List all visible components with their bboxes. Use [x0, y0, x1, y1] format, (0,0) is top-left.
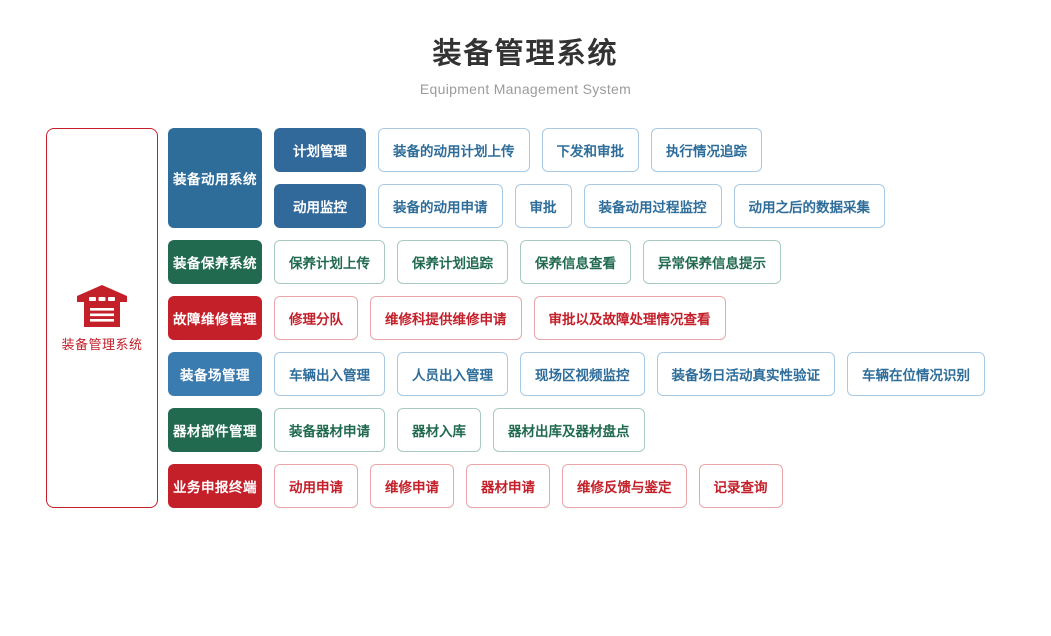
spacer: [639, 128, 651, 172]
page-header: 装备管理系统 Equipment Management System: [0, 36, 1051, 100]
function-node-装备场日活动真实性验证[interactable]: 装备场日活动真实性验证: [656, 352, 835, 396]
category-chip-器材部件管理[interactable]: 器材部件管理: [168, 408, 262, 452]
function-node-动用申请[interactable]: 动用申请: [274, 464, 358, 508]
category-branch-group: 车辆出入管理人员出入管理现场区视频监控装备场日活动真实性验证车辆在位情况识别: [274, 352, 985, 396]
branch-line: 装备器材申请器材入库器材出库及器材盘点: [274, 408, 645, 452]
function-node-装备动用过程监控[interactable]: 装备动用过程监控: [583, 184, 722, 228]
branch-line: 动用监控装备的动用申请审批装备动用过程监控动用之后的数据采集: [274, 184, 885, 228]
subsystem-row: 业务申报终端动用申请维修申请器材申请维修反馈与鉴定记录查询: [168, 464, 985, 508]
subsystem-row: 装备保养系统保养计划上传保养计划追踪保养信息查看异常保养信息提示: [168, 240, 985, 284]
spacer: [508, 352, 520, 396]
branch-line: 车辆出入管理人员出入管理现场区视频监控装备场日活动真实性验证车辆在位情况识别: [274, 352, 985, 396]
function-node-记录查询[interactable]: 记录查询: [698, 464, 783, 508]
spacer: [631, 240, 643, 284]
page-title: 装备管理系统: [432, 38, 619, 70]
function-node-器材申请[interactable]: 器材申请: [466, 464, 550, 508]
warehouse-icon: [77, 284, 127, 327]
category-chip-装备动用系统[interactable]: 装备动用系统: [168, 128, 262, 228]
branch-line: 保养计划上传保养计划追踪保养信息查看异常保养信息提示: [274, 240, 781, 284]
function-node-车辆在位情况识别[interactable]: 车辆在位情况识别: [847, 352, 985, 396]
spacer: [645, 352, 657, 396]
function-node-器材入库[interactable]: 器材入库: [397, 408, 481, 452]
function-node-修理分队[interactable]: 修理分队: [274, 296, 358, 340]
spacer: [522, 296, 534, 340]
branch-line: 修理分队维修科提供维修申请审批以及故障处理情况查看: [274, 296, 726, 340]
function-node-审批以及故障处理情况查看[interactable]: 审批以及故障处理情况查看: [533, 296, 726, 340]
function-node-异常保养信息提示[interactable]: 异常保养信息提示: [643, 240, 781, 284]
function-node-保养计划上传[interactable]: 保养计划上传: [274, 240, 385, 284]
spacer: [262, 408, 274, 452]
spacer: [550, 464, 562, 508]
subcategory-chip-计划管理[interactable]: 计划管理: [274, 128, 366, 172]
subsystem-row: 装备场管理车辆出入管理人员出入管理现场区视频监控装备场日活动真实性验证车辆在位情…: [168, 352, 985, 396]
spacer: [385, 408, 397, 452]
category-branch-group: 保养计划上传保养计划追踪保养信息查看异常保养信息提示: [274, 240, 781, 284]
subcategory-chip-动用监控[interactable]: 动用监控: [274, 184, 366, 228]
function-node-维修反馈与鉴定[interactable]: 维修反馈与鉴定: [562, 464, 687, 508]
branch-line: 计划管理装备的动用计划上传下发和审批执行情况追踪: [274, 128, 885, 172]
subsystem-row: 装备动用系统计划管理装备的动用计划上传下发和审批执行情况追踪动用监控装备的动用申…: [168, 128, 985, 228]
spacer: [262, 128, 274, 228]
function-node-装备的动用申请[interactable]: 装备的动用申请: [378, 184, 503, 228]
spacer: [385, 352, 397, 396]
spacer: [454, 464, 466, 508]
spacer: [358, 296, 370, 340]
function-node-下发和审批[interactable]: 下发和审批: [541, 128, 639, 172]
function-node-装备器材申请[interactable]: 装备器材申请: [274, 408, 385, 452]
function-node-审批[interactable]: 审批: [514, 184, 572, 228]
category-branch-group: 动用申请维修申请器材申请维修反馈与鉴定记录查询: [274, 464, 783, 508]
root-system-panel[interactable]: 装备管理系统: [46, 128, 158, 508]
spacer: [262, 464, 274, 508]
function-node-人员出入管理[interactable]: 人员出入管理: [397, 352, 508, 396]
spacer: [687, 464, 699, 508]
category-chip-装备场管理[interactable]: 装备场管理: [168, 352, 262, 396]
function-node-维修科提供维修申请[interactable]: 维修科提供维修申请: [370, 296, 522, 340]
function-node-执行情况追踪[interactable]: 执行情况追踪: [651, 128, 762, 172]
subsystem-row: 故障维修管理修理分队维修科提供维修申请审批以及故障处理情况查看: [168, 296, 985, 340]
spacer: [481, 408, 493, 452]
page-subtitle: Equipment Management System: [419, 81, 632, 97]
function-node-现场区视频监控[interactable]: 现场区视频监控: [520, 352, 645, 396]
function-node-保养计划追踪[interactable]: 保养计划追踪: [397, 240, 508, 284]
spacer: [530, 128, 542, 172]
category-branch-group: 计划管理装备的动用计划上传下发和审批执行情况追踪动用监控装备的动用申请审批装备动…: [274, 128, 885, 228]
subsystem-rows: 装备动用系统计划管理装备的动用计划上传下发和审批执行情况追踪动用监控装备的动用申…: [168, 128, 985, 508]
spacer: [385, 240, 397, 284]
spacer: [503, 184, 515, 228]
category-chip-故障维修管理[interactable]: 故障维修管理: [168, 296, 262, 340]
function-node-动用之后的数据采集[interactable]: 动用之后的数据采集: [733, 184, 885, 228]
spacer: [572, 184, 584, 228]
spacer: [722, 184, 734, 228]
spacer: [366, 128, 378, 172]
spacer: [262, 352, 274, 396]
spacer: [508, 240, 520, 284]
spacer: [262, 240, 274, 284]
root-system-label: 装备管理系统: [61, 336, 143, 352]
function-node-维修申请[interactable]: 维修申请: [370, 464, 454, 508]
category-chip-装备保养系统[interactable]: 装备保养系统: [168, 240, 262, 284]
category-chip-业务申报终端[interactable]: 业务申报终端: [168, 464, 262, 508]
branch-line: 动用申请维修申请器材申请维修反馈与鉴定记录查询: [274, 464, 783, 508]
category-branch-group: 装备器材申请器材入库器材出库及器材盘点: [274, 408, 645, 452]
spacer: [366, 184, 378, 228]
category-branch-group: 修理分队维修科提供维修申请审批以及故障处理情况查看: [274, 296, 726, 340]
function-node-器材出库及器材盘点[interactable]: 器材出库及器材盘点: [493, 408, 645, 452]
spacer: [358, 464, 370, 508]
spacer: [262, 296, 274, 340]
function-node-装备的动用计划上传[interactable]: 装备的动用计划上传: [378, 128, 530, 172]
spacer: [835, 352, 847, 396]
function-node-车辆出入管理[interactable]: 车辆出入管理: [274, 352, 385, 396]
subsystem-row: 器材部件管理装备器材申请器材入库器材出库及器材盘点: [168, 408, 985, 452]
function-node-保养信息查看[interactable]: 保养信息查看: [520, 240, 631, 284]
